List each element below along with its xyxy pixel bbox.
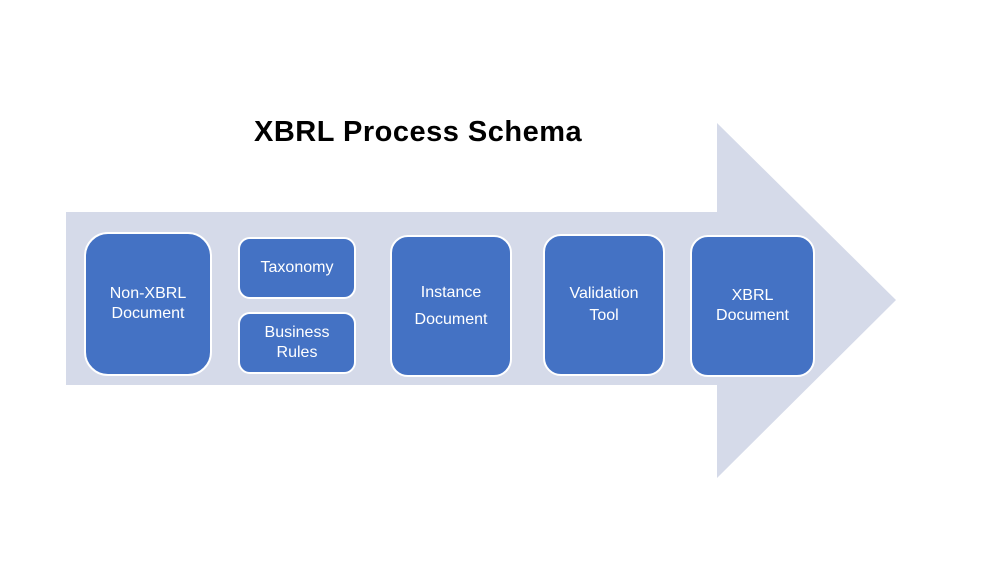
box-non-xbrl-document: Non-XBRL Document — [84, 232, 212, 376]
box-xbrl-document: XBRL Document — [690, 235, 815, 377]
diagram-title: XBRL Process Schema — [254, 116, 583, 148]
box-validation-tool: Validation Tool — [543, 234, 665, 376]
box-instance-document: Instance Document — [390, 235, 512, 377]
box-taxonomy: Taxonomy — [238, 237, 356, 299]
box-business-rules: Business Rules — [238, 312, 356, 374]
